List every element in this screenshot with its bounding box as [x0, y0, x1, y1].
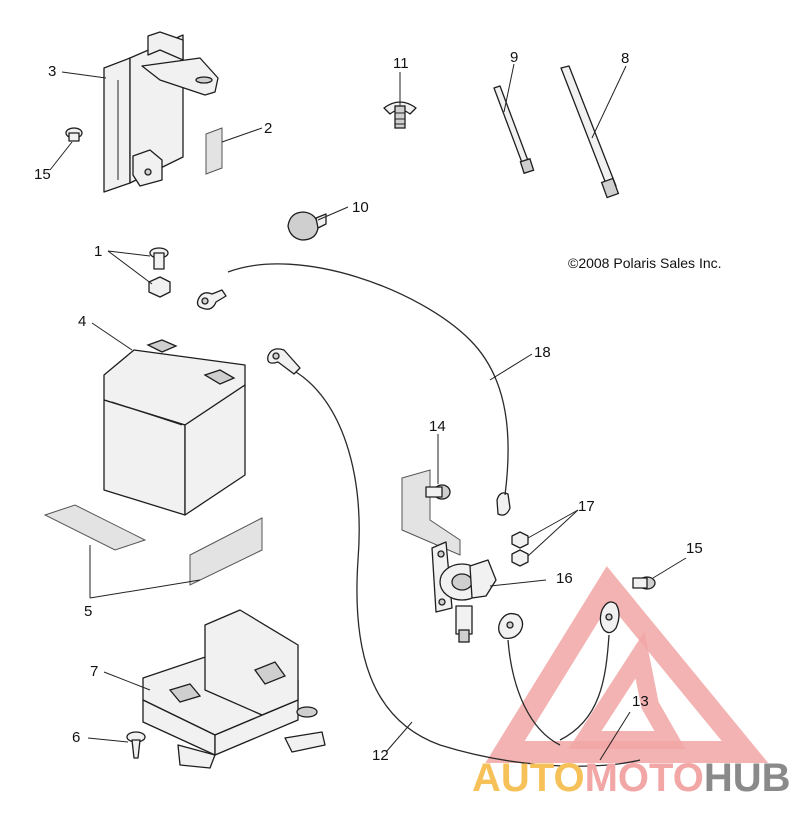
part-battery: [103, 339, 246, 516]
watermark-part-auto: AUTO: [472, 756, 585, 800]
part-mount-plate: [401, 469, 461, 556]
callout-12: 12: [372, 747, 389, 764]
callout-3: 3: [48, 63, 56, 80]
callout-8: 8: [621, 50, 629, 67]
part-ring-terminal-cable13: [599, 601, 620, 634]
watermark-text: AUTOMOTOHUB: [472, 756, 791, 801]
watermark-part-hub: HUB: [703, 756, 791, 800]
callout-6: 6: [72, 729, 80, 746]
callout-2: 2: [264, 120, 272, 137]
callout-4: 4: [78, 313, 86, 330]
callout-5: 5: [84, 603, 92, 620]
wire-cable-12: [295, 371, 641, 767]
callout-14: 14: [429, 418, 446, 435]
part-terminal-cap: [287, 211, 327, 241]
callout-11: 11: [393, 55, 409, 72]
part-starter-solenoid: [431, 541, 497, 643]
copyright-notice: ©2008 Polaris Sales Inc.: [568, 255, 722, 271]
wire-cable-18: [227, 263, 509, 496]
callout-13: 13: [632, 693, 649, 710]
part-decal-large-a: [43, 504, 147, 551]
part-nuts: [511, 531, 529, 567]
watermark-part-moto: MOTO: [584, 756, 704, 800]
callout-9: 9: [510, 49, 518, 66]
part-ring-terminal-solenoid: [496, 492, 511, 516]
part-bolt-solenoid: [425, 484, 451, 500]
part-cable-tie-long: [560, 65, 620, 199]
part-ring-terminal-upper: [196, 289, 227, 310]
wire-cable-13: [507, 634, 610, 746]
part-ring-terminal-cable12: [267, 348, 301, 375]
leader-lines: [49, 63, 687, 761]
part-push-clip: [383, 101, 417, 129]
part-bolt-and-nut: [148, 247, 171, 298]
callout-18: 18: [534, 344, 551, 361]
callout-numbers: 3 2 15 11 9 8 10 1 4 18 14 17 5 16 15 7 …: [34, 49, 703, 764]
part-screw-tray: [126, 731, 146, 759]
part-bolt-lower: [632, 576, 656, 590]
watermark-logo: [485, 566, 769, 763]
callout-16: 16: [556, 570, 573, 587]
part-decal-small: [205, 127, 223, 175]
callout-15-lower: 15: [686, 540, 703, 557]
callout-1: 1: [94, 243, 102, 260]
callout-7: 7: [90, 663, 98, 680]
part-cable-tie-short: [493, 85, 535, 175]
part-battery-bracket: [103, 31, 219, 193]
callout-10: 10: [352, 199, 369, 216]
part-ring-terminal-ground: [498, 612, 524, 640]
callout-17: 17: [578, 498, 595, 515]
part-battery-tray: [142, 609, 326, 769]
part-bolt-upper: [65, 127, 83, 142]
callout-15-upper: 15: [34, 166, 51, 183]
part-decal-large-b: [189, 517, 263, 586]
